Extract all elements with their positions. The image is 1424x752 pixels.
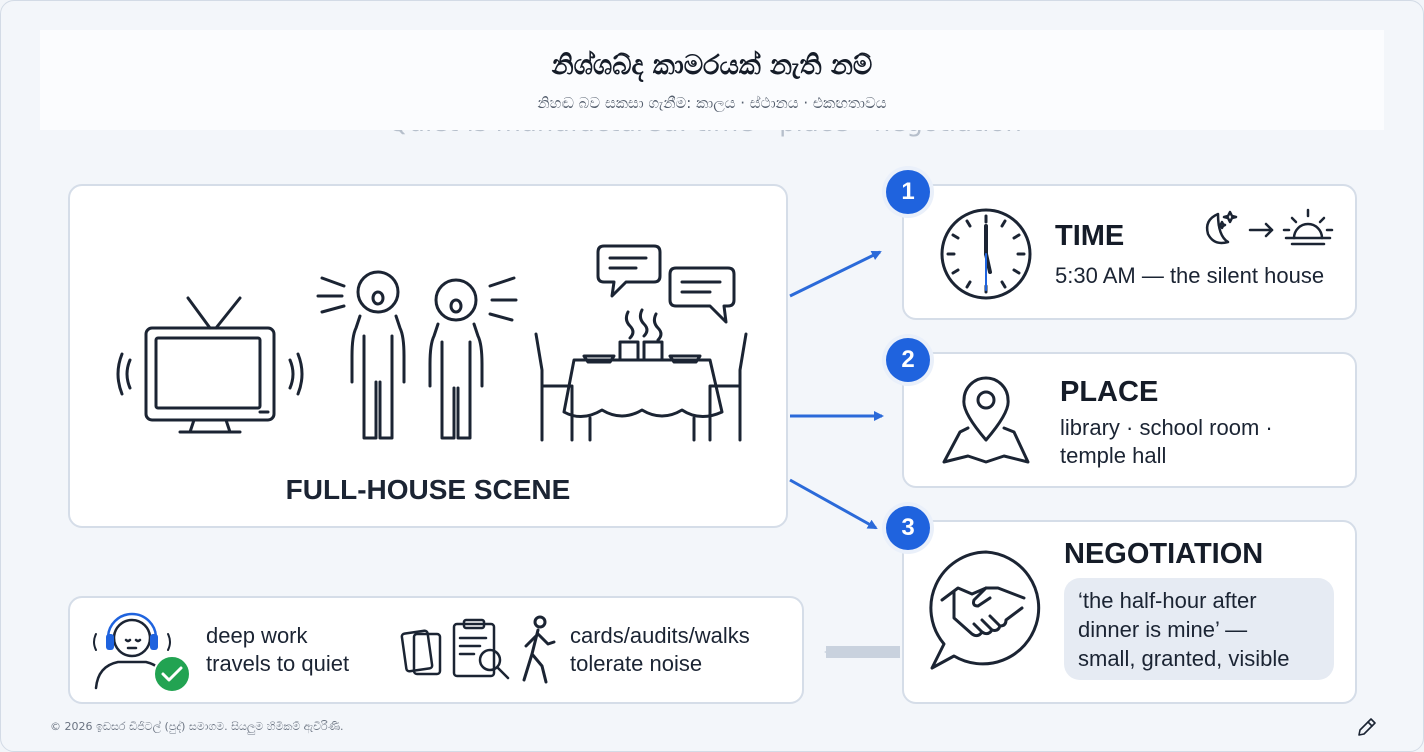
quote-line-3: small, granted, visible: [1078, 646, 1290, 671]
step-3-badge: 3: [886, 506, 930, 550]
page-title: නිශ්ශබ්ද කාමරයක් නැති නම්: [551, 50, 873, 81]
step-place-text-line1: library · school room ·: [1060, 415, 1273, 440]
headphones-person-icon: [93, 612, 171, 690]
step-place-text-line2: temple hall: [1060, 443, 1167, 468]
talking-people-icon: [316, 270, 518, 440]
pen-icon: [1358, 718, 1376, 736]
outcome-deep-work-line1: deep work: [206, 623, 308, 648]
clock-icon: [940, 208, 1032, 300]
chat-bubbles-icon: [596, 244, 736, 324]
footer-copyright: © 2026 ඉඩසර ඩිජිටල් (පුද්) සමාගම. සියලුම…: [50, 720, 344, 733]
step-2-badge: 2: [886, 338, 930, 382]
page-subtitle: නිහඬ බව සකසා ගැනීම: කාලය · ස්ථානය · එකඟත…: [537, 94, 887, 112]
walking-person-icon: [522, 615, 556, 684]
negotiation-quote-box: ‘the half-hour after dinner is mine’ — s…: [1064, 578, 1334, 680]
scene-label: FULL-HOUSE SCENE: [285, 474, 571, 505]
outcomes-card: deep work travels to quiet cards/audits/…: [68, 596, 804, 704]
step-time-title: TIME: [1055, 220, 1125, 252]
step-place-card: PLACE library · school room · temple hal…: [902, 352, 1357, 488]
sunrise-icon: [1282, 208, 1334, 246]
full-house-scene-card: FULL-HOUSE SCENE: [68, 184, 788, 528]
outcome-cards-line1: cards/audits/walks: [570, 623, 750, 648]
clipboard-search-icon: [452, 618, 510, 680]
step-time-card: TIME 5:30 AM — the silent house: [902, 184, 1357, 320]
step-negotiation-title: NEGOTIATION: [1064, 538, 1264, 570]
header-panel: නිශ්ශබ්ද කාමරයක් නැති නම් නිහඬ බව සකසා ග…: [40, 30, 1384, 130]
step-place-title: PLACE: [1060, 376, 1159, 408]
tv-icon: [116, 296, 304, 434]
handshake-icon: [929, 550, 1041, 670]
quote-line-2: dinner is mine’ —: [1078, 617, 1248, 642]
check-icon: [153, 655, 191, 693]
step-negotiation-card: NEGOTIATION ‘the half-hour after dinner …: [902, 520, 1357, 704]
moon-stars-icon: [1205, 210, 1238, 245]
step-1-badge: 1: [886, 170, 930, 214]
arrow-right-icon: [1248, 222, 1274, 238]
dinner-table-icon: [534, 308, 748, 442]
outcome-deep-work-line2: travels to quiet: [206, 651, 350, 676]
negotiation-quote: ‘the half-hour after dinner is mine’ — s…: [1078, 586, 1328, 673]
outcome-cards-line2: tolerate noise: [570, 651, 703, 676]
step-time-text: 5:30 AM — the silent house: [1055, 263, 1325, 288]
quote-line-1: ‘the half-hour after: [1078, 588, 1257, 613]
map-pin-icon: [942, 376, 1030, 464]
cards-icon: [400, 629, 442, 676]
